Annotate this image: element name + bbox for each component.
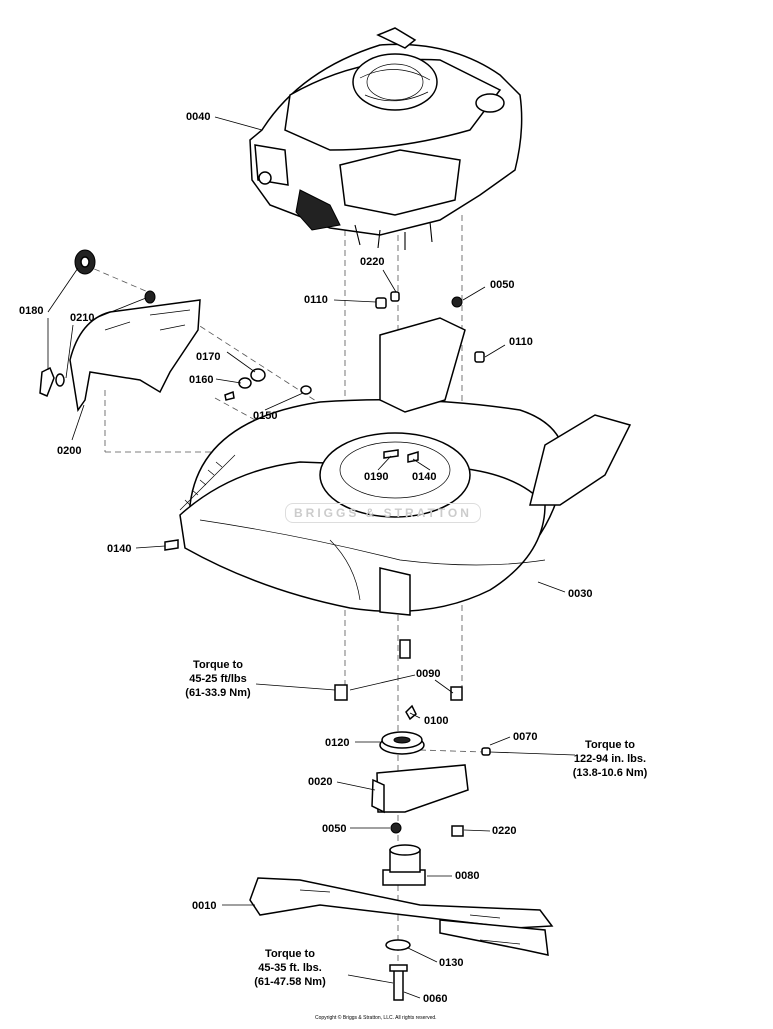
label-0110-right: 0110 [509, 336, 533, 348]
label-0030: 0030 [568, 588, 593, 600]
label-0150: 0150 [253, 410, 278, 422]
label-0010: 0010 [192, 900, 217, 912]
label-0210: 0210 [70, 312, 95, 324]
label-0170: 0170 [196, 351, 221, 363]
label-0110-left: 0110 [304, 294, 328, 306]
copyright-text: Copyright © Briggs & Stratton, LLC. All … [315, 1015, 437, 1021]
mower-deck [164, 317, 632, 616]
label-0180: 0180 [19, 305, 44, 317]
lower-parts [249, 639, 554, 1001]
engine [249, 27, 523, 250]
leader-lines [47, 116, 576, 999]
label-0140-center: 0140 [412, 471, 437, 483]
label-0080: 0080 [455, 870, 480, 882]
label-0130: 0130 [439, 957, 464, 969]
torque-note-line: Torque to [265, 948, 315, 960]
label-0040: 0040 [186, 111, 211, 123]
knob-0180 [39, 249, 96, 397]
washer-0210 [144, 290, 156, 304]
washer-0210-b [55, 373, 65, 387]
torque-note-line: (61-33.9 Nm) [185, 687, 251, 699]
torque-note-deck-bolts: Torque to 45-25 ft/lbs (61-33.9 Nm) [168, 658, 268, 700]
label-0220-top: 0220 [360, 256, 385, 268]
torque-note-blade-bolt: Torque to 45-35 ft. lbs. (61-47.58 Nm) [240, 947, 340, 989]
label-0050-top: 0050 [490, 279, 515, 291]
label-0160: 0160 [189, 374, 214, 386]
label-0050-bottom: 0050 [322, 823, 347, 835]
label-0070: 0070 [513, 731, 538, 743]
label-0060: 0060 [423, 993, 448, 1005]
label-0120: 0120 [325, 737, 350, 749]
torque-note-bracket-screw: Torque to 122-94 in. lbs. (13.8-10.6 Nm) [560, 738, 660, 780]
label-0090: 0090 [416, 668, 441, 680]
label-0220-bottom: 0220 [492, 825, 517, 837]
top-fasteners [375, 291, 485, 363]
label-0200: 0200 [57, 445, 82, 457]
torque-note-line: Torque to [585, 739, 635, 751]
label-0100: 0100 [424, 715, 449, 727]
torque-note-line: 45-35 ft. lbs. [258, 962, 322, 974]
label-0190: 0190 [364, 471, 389, 483]
torque-note-line: Torque to [193, 659, 243, 671]
torque-note-line: (61-47.58 Nm) [254, 976, 326, 988]
torque-note-line: (13.8-10.6 Nm) [572, 767, 648, 779]
torque-note-line: 45-25 ft/lbs [189, 673, 247, 685]
watermark: BRIGGS & STRATTON [285, 503, 481, 523]
torque-note-line: 122-94 in. lbs. [573, 753, 647, 765]
label-0020: 0020 [308, 776, 333, 788]
label-0140-left: 0140 [107, 543, 132, 555]
